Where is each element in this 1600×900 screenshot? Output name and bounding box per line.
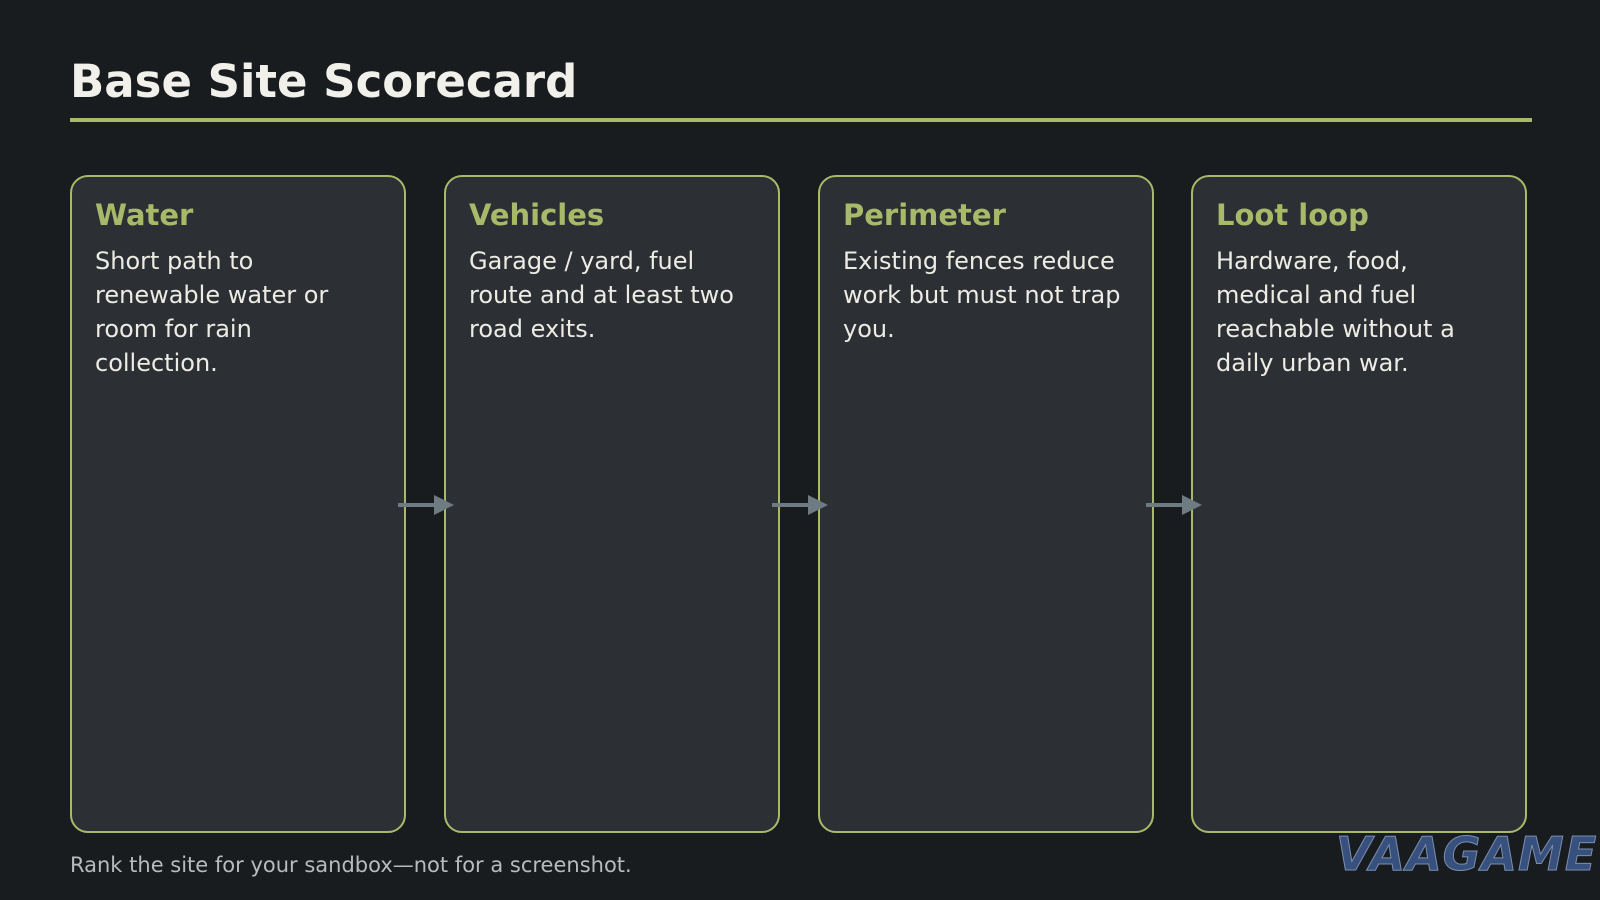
- footer-note: Rank the site for your sandbox—not for a…: [70, 853, 632, 877]
- card-title: Loot loop: [1216, 198, 1369, 232]
- arrow-right-icon: [398, 495, 454, 515]
- arrow-right-icon: [772, 495, 828, 515]
- card-body: Short path to renewable water or room fo…: [95, 247, 329, 377]
- card-title: Water: [95, 198, 194, 232]
- card-title: Perimeter: [843, 198, 1006, 232]
- title-underline: [70, 118, 1532, 122]
- card-vehicles: Vehicles Garage / yard, fuel route and a…: [444, 175, 780, 833]
- watermark-logo: VAAGAME: [1335, 826, 1596, 882]
- card-water: Water Short path to renewable water or r…: [70, 175, 406, 833]
- card-body: Garage / yard, fuel route and at least t…: [469, 247, 734, 343]
- page-title: Base Site Scorecard: [70, 55, 578, 108]
- card-loot-loop: Loot loop Hardware, food, medical and fu…: [1191, 175, 1527, 833]
- card-body: Existing fences reduce work but must not…: [843, 247, 1121, 343]
- card-title: Vehicles: [469, 198, 605, 232]
- card-body: Hardware, food, medical and fuel reachab…: [1216, 247, 1455, 377]
- arrow-right-icon: [1146, 495, 1202, 515]
- card-perimeter: Perimeter Existing fences reduce work bu…: [818, 175, 1154, 833]
- logo-text: VAAGAME: [1335, 827, 1598, 882]
